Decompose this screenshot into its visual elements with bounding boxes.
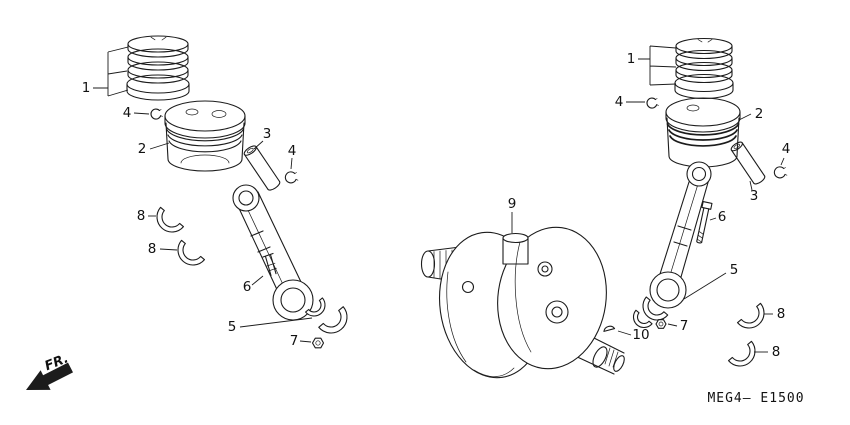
callout-left-piston-pin: 3 (253, 126, 272, 150)
left-connecting-rod (232, 184, 314, 321)
right-ring-clip (646, 97, 659, 109)
right-piston-rings (674, 37, 734, 100)
callout-label: 7 (290, 333, 299, 349)
callout-label: 8 (777, 306, 786, 322)
crankshaft (420, 226, 625, 379)
callout-woodruff-key: 10 (617, 327, 650, 343)
callout-label: 2 (755, 106, 764, 122)
callout-label: 4 (123, 105, 132, 121)
callout-label: 2 (138, 141, 147, 157)
right-piston-pin (730, 141, 766, 185)
right-rod-cap-shell (632, 309, 653, 329)
callout-label: 5 (730, 262, 739, 278)
left-rod-nut (311, 337, 325, 349)
front-arrow-icon (26, 362, 73, 390)
callout-label: 3 (263, 126, 272, 142)
callout-left-bearing-upper: 8 (137, 208, 156, 224)
callout-right-rod-bolt: 6 (709, 209, 727, 225)
callout-right-ring-clip: 4 (615, 94, 645, 110)
callout-right-pin-clip: 4 (780, 141, 791, 166)
callout-right-rod: 5 (683, 262, 739, 300)
callout-label: 4 (288, 143, 297, 159)
right-piston (665, 97, 741, 168)
right-rod-bolt-part (696, 200, 713, 244)
callout-left-rod-nut: 7 (290, 333, 312, 349)
front-direction-marker: FR. (26, 351, 73, 390)
callout-label: 8 (772, 344, 781, 360)
callout-right-rings: 1 (627, 45, 677, 86)
right-pin-clip (773, 166, 788, 179)
left-piston (164, 100, 246, 172)
left-piston-pin (243, 145, 281, 191)
right-rod-nut (655, 319, 667, 329)
callout-left-rings: 1 (82, 46, 129, 97)
left-bearing-shell-upper (156, 206, 185, 233)
callout-right-rod-nut: 7 (667, 318, 689, 334)
callout-left-bearing-lower: 8 (148, 241, 178, 257)
callout-label: 3 (750, 188, 759, 204)
right-connecting-rod (649, 161, 712, 309)
diagram-code: MEG4— E1500 (707, 391, 804, 406)
callout-right-piston-pin: 3 (749, 180, 759, 204)
left-bearing-shell-lower (177, 239, 206, 266)
callout-label: 6 (243, 279, 252, 295)
callout-right-piston: 2 (738, 106, 764, 122)
callout-label: 6 (718, 209, 727, 225)
left-pin-clip (284, 171, 299, 184)
callout-label: 10 (632, 327, 649, 343)
right-bearing-shell-lower (727, 340, 756, 367)
callout-label: 1 (82, 80, 91, 96)
callout-left-pin-clip: 4 (288, 143, 297, 170)
callout-right-bearing-upper: 8 (764, 306, 785, 322)
callout-label: 9 (508, 196, 517, 212)
callout-label: 5 (228, 319, 237, 335)
callout-label: 4 (782, 141, 791, 157)
callout-left-rod-bolt: 6 (243, 275, 264, 295)
woodruff-key (603, 325, 616, 332)
left-piston-rings (126, 35, 190, 101)
callout-crankshaft: 9 (508, 196, 517, 233)
callout-label: 1 (627, 51, 636, 67)
right-rod-cap (642, 296, 669, 321)
callout-label: 8 (137, 208, 146, 224)
left-rod-cap (318, 306, 348, 334)
callout-right-bearing-lower: 8 (754, 344, 780, 360)
callout-label: 8 (148, 241, 157, 257)
left-rod-bolt-part (262, 252, 277, 277)
callout-left-ring-clip: 4 (123, 105, 150, 121)
left-ring-clip (150, 108, 163, 120)
left-rod-cap-shell (305, 297, 326, 317)
callout-left-piston: 2 (138, 141, 170, 157)
callout-left-rod: 5 (228, 317, 313, 335)
callout-label: 7 (680, 318, 689, 334)
callout-label: 4 (615, 94, 624, 110)
right-bearing-shell-upper (736, 302, 765, 329)
